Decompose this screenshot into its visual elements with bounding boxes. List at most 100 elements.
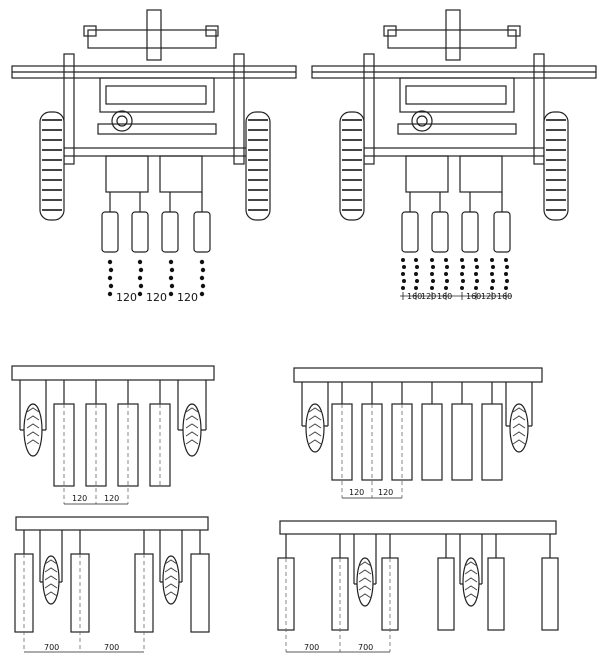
seed-dot	[474, 258, 478, 262]
seed-dot	[460, 258, 464, 262]
spacing-label-1: 120	[72, 494, 87, 503]
seed-rows-right	[401, 258, 509, 290]
spacing-label-3: 120	[177, 291, 198, 304]
six-row-planter-front-view	[311, 9, 597, 253]
seed-dot	[414, 286, 418, 290]
seed-dot	[430, 258, 434, 262]
drive-wheel	[411, 110, 433, 132]
seed-dot	[505, 265, 509, 269]
frame-beam	[11, 365, 215, 381]
seed-dot	[430, 272, 434, 276]
tire-icon	[356, 557, 374, 607]
tire-icon	[462, 557, 480, 607]
spacing-label-2: 700	[358, 643, 373, 652]
seed-dot	[504, 286, 508, 290]
row-unit	[451, 403, 473, 481]
spacing-label-1: 700	[304, 643, 319, 652]
seed-dot	[461, 279, 465, 283]
spacing-label-1: 120	[349, 488, 364, 497]
hitch-mast	[146, 9, 162, 61]
tire-icon	[23, 403, 43, 457]
tire-right	[245, 111, 271, 221]
layout-diagram-c	[14, 516, 210, 653]
seed-dot	[402, 265, 406, 269]
seed-dot	[445, 265, 449, 269]
gearbox	[99, 77, 215, 113]
seed-dot	[401, 272, 405, 276]
seed-dot	[490, 258, 494, 262]
seed-dot	[414, 272, 418, 276]
hopper-left	[105, 155, 149, 193]
seed-dot	[474, 272, 478, 276]
seed-dot	[415, 279, 419, 283]
seed-dot	[431, 265, 435, 269]
tire-icon	[509, 403, 529, 453]
seed-dot	[490, 286, 494, 290]
row-unit	[85, 403, 107, 487]
dimension-ticks	[402, 292, 507, 300]
spacing-label-5: 120	[481, 292, 496, 301]
spacing-label-1: 120	[116, 291, 137, 304]
seed-dot	[444, 258, 448, 262]
seed-dot	[475, 265, 479, 269]
seed-dot	[431, 279, 435, 283]
spacing-label-2: 700	[104, 643, 119, 652]
tire-icon	[42, 555, 60, 605]
tire-right	[543, 111, 569, 221]
seed-dot	[491, 279, 495, 283]
frame-beam	[279, 520, 557, 535]
four-row-planter-front-view	[11, 9, 297, 253]
seed-dot	[504, 258, 508, 262]
seed-dot	[414, 258, 418, 262]
layout-diagram-d	[277, 520, 559, 653]
seed-rows-left	[107, 259, 206, 297]
row-unit	[437, 557, 455, 631]
hitch-mast	[445, 9, 461, 61]
row-unit	[421, 403, 443, 481]
seed-dot	[460, 272, 464, 276]
row-unit	[117, 403, 139, 487]
spacing-label-6: 160	[497, 292, 512, 301]
tire-left	[39, 111, 65, 221]
gearbox	[399, 77, 515, 113]
seed-dot	[415, 265, 419, 269]
hopper-left	[405, 155, 449, 193]
hopper-right	[159, 155, 203, 193]
row-unit	[541, 557, 559, 631]
layout-diagram-b	[293, 367, 543, 499]
transverse-shaft	[61, 147, 249, 157]
seed-dot	[401, 286, 405, 290]
spacing-label-1: 700	[44, 643, 59, 652]
spacing-label-4: 160	[466, 292, 481, 301]
tire-icon	[162, 555, 180, 605]
row-unit	[487, 557, 505, 631]
spacing-label-2: 120	[378, 488, 393, 497]
planter-units	[401, 192, 511, 253]
seed-dot	[460, 286, 464, 290]
seed-dot	[461, 265, 465, 269]
row-unit	[481, 403, 503, 481]
seed-dot	[505, 279, 509, 283]
row-unit	[190, 553, 210, 633]
seed-dot	[444, 286, 448, 290]
transverse-shaft	[361, 147, 549, 157]
seed-dot	[401, 258, 405, 262]
seed-dot	[504, 272, 508, 276]
frame-beam	[15, 516, 209, 531]
tire-icon	[182, 403, 202, 457]
row-unit	[149, 403, 171, 487]
drive-wheel	[111, 110, 133, 132]
seed-dot	[474, 286, 478, 290]
seed-dot	[445, 279, 449, 283]
spacing-label-1: 160	[407, 292, 422, 301]
seed-dot	[475, 279, 479, 283]
seed-dot	[490, 272, 494, 276]
spacing-label-2: 120	[146, 291, 167, 304]
spacing-label-3: 160	[437, 292, 452, 301]
layout-diagram-a	[11, 365, 215, 505]
row-unit	[53, 403, 75, 487]
tire-icon	[305, 403, 325, 453]
top-frame-box	[87, 29, 217, 49]
hopper-right	[459, 155, 503, 193]
